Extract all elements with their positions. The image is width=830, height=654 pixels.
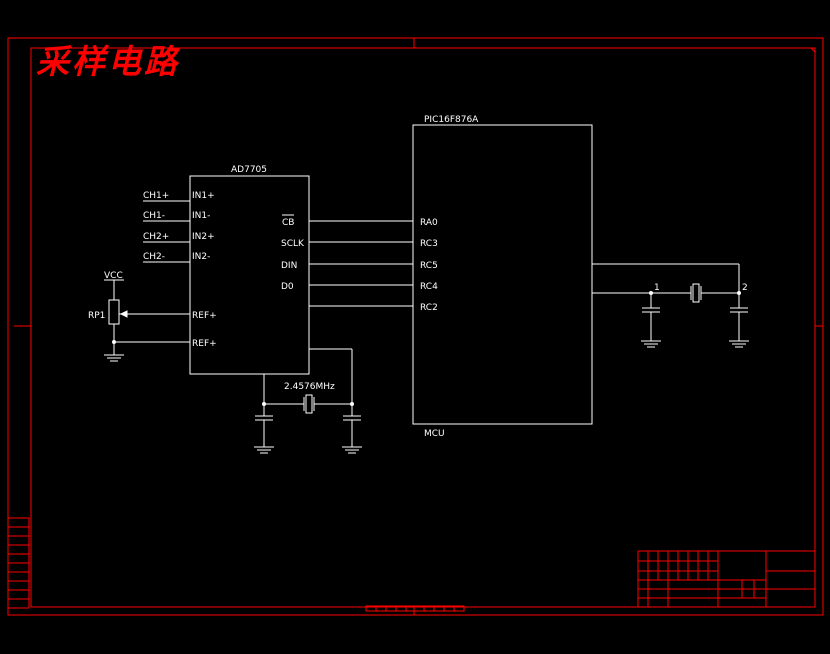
drawing-title: 采样电路 [36,42,181,81]
adc-pin-cb: CB [282,218,294,228]
mcu-pin-rc4: RC4 [420,282,438,292]
adc-pin-in1-plus: IN1+ [192,191,215,201]
adc-input-wires [143,200,190,263]
adc-pin-sclk: SCLK [281,239,305,249]
input-ch1-minus: CH1- [143,211,165,221]
mcu-crystal-node-1 [649,291,653,295]
mcu-pin-rc3: RC3 [420,239,438,249]
mcu-chip [412,124,593,425]
adc-pin-din: DIN [281,261,297,271]
adc-pin-in2-plus: IN2+ [192,232,215,242]
adc-pin-in2-minus: IN2- [192,252,210,262]
crystal-node-right [350,402,354,406]
adc-crystal-label: 2.4576MHz [284,382,335,392]
mcu-part-label: PIC16F876A [424,115,479,125]
node-label-2: 2 [742,283,748,293]
revision-strip [7,517,30,609]
adc-part-label: AD7705 [231,165,267,175]
mcu-crystal-circuit [592,263,749,348]
adc-pin-ref-plus-2: REF+ [192,339,217,349]
crystal-node-left [262,402,266,406]
drawing-frame [7,37,824,616]
mcu-pin-ra0: RA0 [420,218,438,228]
mcu-crystal-node-2 [737,291,741,295]
adc-crystal-circuit [254,348,362,454]
adc-pin-in1-minus: IN1- [192,211,210,221]
mcu-pin-rc5: RC5 [420,261,438,271]
adc-chip [189,175,310,375]
title-block [637,550,816,608]
pot-junction [112,340,116,344]
mcu-pin-rc2: RC2 [420,303,438,313]
input-ch1-plus: CH1+ [143,191,169,201]
input-ch2-minus: CH2- [143,252,165,262]
rp1-label: RP1 [88,311,105,321]
adc-pin-d0: D0 [281,282,294,292]
input-ch2-plus: CH2+ [143,232,169,242]
adc-pin-ref-plus-1: REF+ [192,311,217,321]
spi-bus-wires [309,220,413,307]
vcc-label: VCC [104,271,123,281]
pot-rp1 [104,279,190,362]
node-label-1: 1 [654,283,660,293]
mcu-label: MCU [424,429,445,439]
